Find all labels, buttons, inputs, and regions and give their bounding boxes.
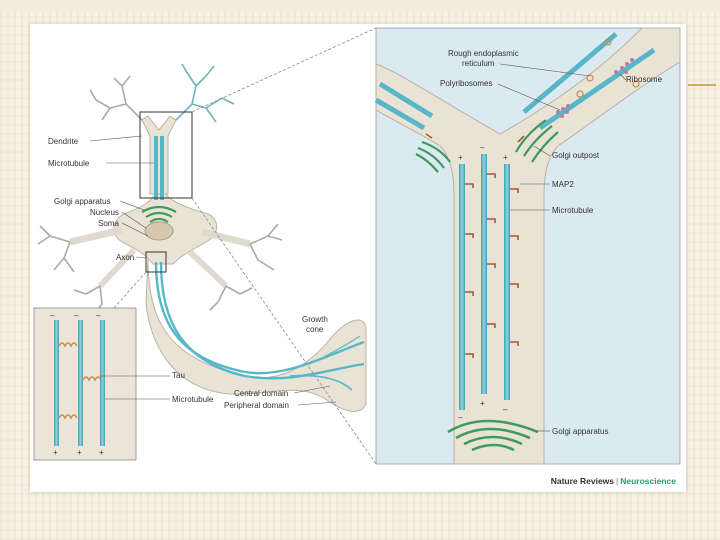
dendrite-branch-left: [69, 226, 123, 246]
golgi-apparatus-soma: [141, 205, 177, 223]
golgi-outpost-left: [415, 140, 451, 173]
tau-proteins: [58, 342, 102, 420]
ribosome-cluster: [556, 58, 634, 118]
inset-plus-2: +: [77, 448, 82, 457]
label-nucleus: Nucleus: [90, 208, 119, 217]
label-golgi-apparatus-right: Golgi apparatus: [552, 427, 608, 436]
label-map2: MAP2: [552, 180, 574, 189]
figure-credit: Nature Reviews|Neuroscience: [551, 476, 676, 486]
neuron-figure: Dendrite Microtubule Golgi apparatus Nuc…: [30, 24, 686, 492]
label-golgi-outpost: Golgi outpost: [552, 151, 600, 160]
label-dendrite: Dendrite: [48, 137, 79, 146]
tau-inset: – – – + + +: [33, 307, 137, 461]
left-labels: Dendrite Microtubule Golgi apparatus Nuc…: [48, 135, 337, 410]
inset-connector: [113, 271, 147, 309]
zoom-cell-body: [375, 27, 681, 465]
zoom-minus-3: –: [503, 405, 508, 414]
label-axon: Axon: [116, 253, 134, 262]
zoom-plus-1: +: [458, 153, 463, 162]
credit-publisher: Nature Reviews: [550, 476, 615, 486]
neuron-diagram: Dendrite Microtubule Golgi apparatus Nuc…: [33, 27, 681, 465]
nucleus: [144, 221, 174, 241]
label-golgi-apparatus-left: Golgi apparatus: [54, 197, 110, 206]
dendrite-tree-grey: [37, 75, 283, 315]
axon-zoom-box: [145, 251, 167, 273]
dendrite-zoom-box: [139, 111, 193, 199]
zoom-branch-mt-left-1: [378, 81, 434, 119]
zoom-trunk-mt-1: [459, 164, 465, 410]
inset-minus-2: –: [74, 311, 79, 320]
label-ribosome: Ribosome: [626, 75, 663, 84]
label-polyribosomes: Polyribosomes: [440, 79, 492, 88]
tau-inset-frame: [33, 307, 137, 461]
label-tau: Tau: [172, 371, 185, 380]
zoom-minus-2: –: [458, 413, 463, 422]
label-microtubule-left: Microtubule: [48, 159, 90, 168]
inset-minus-3: –: [96, 311, 101, 320]
inset-plus-3: +: [99, 448, 104, 457]
inset-microtubule-3: [100, 320, 105, 446]
growth-cone-central-mt: [289, 374, 353, 391]
growth-cone-peripheral-mt: [309, 335, 361, 365]
dendrite-branch-lowright: [187, 249, 229, 289]
zoom-branch-mt-right-1: [522, 32, 618, 114]
label-growth-cone-line2: cone: [306, 325, 324, 334]
zoom-branch-mt-left-2: [374, 97, 426, 131]
inset-minus-1: –: [50, 311, 55, 320]
inset-microtubule-1: [54, 320, 59, 446]
map2-proteins: [425, 133, 525, 358]
credit-journal: Neuroscience: [620, 476, 676, 486]
label-microtubule-right: Microtubule: [552, 206, 594, 215]
dendrite-microtubule-1: [154, 136, 158, 200]
label-soma: Soma: [98, 219, 119, 228]
zoom-branch-mt-right-2: [538, 47, 656, 131]
label-central-domain: Central domain: [234, 389, 288, 398]
golgi-outpost-right: [515, 119, 559, 163]
label-growth-cone-line1: Growth: [302, 315, 328, 324]
label-microtubule-inset: Microtubule: [172, 395, 214, 404]
label-rough-er-line2: reticulum: [462, 59, 495, 68]
axon-microtubule-1: [154, 261, 365, 375]
zoom-trunk-mt-3: [504, 164, 510, 400]
dendrite-trunk: [141, 115, 177, 195]
zoom-trunk-mt-2: [481, 154, 487, 394]
slide-top-band: [0, 0, 720, 12]
dendrite-microtubule-2: [160, 136, 164, 200]
dendrite-tree-teal: [175, 63, 235, 123]
zoom-connector-bottom: [191, 197, 377, 465]
zoom-plus-2: +: [503, 153, 508, 162]
zoom-connector-top: [191, 27, 377, 113]
label-peripheral-domain: Peripheral domain: [224, 401, 289, 410]
right-labels: Rough endoplasmic reticulum Polyribosome…: [440, 49, 663, 436]
axon-microtubule-2: [159, 261, 365, 380]
rough-er: [576, 38, 640, 98]
inset-plus-1: +: [53, 448, 58, 457]
dendrite-branch-lowleft: [97, 247, 137, 289]
credit-separator: |: [616, 476, 619, 486]
slide-accent-line: [688, 84, 716, 86]
zoom-plus-3: +: [480, 399, 485, 408]
golgi-apparatus-bottom: [447, 419, 539, 452]
neuron-cell: [37, 27, 377, 465]
zoom-minus-1: –: [480, 143, 485, 152]
zoomed-dendrite: + – + – + –: [374, 27, 681, 465]
dendrite-branch-right: [201, 228, 251, 248]
label-rough-er-line1: Rough endoplasmic: [448, 49, 519, 58]
inset-microtubule-2: [78, 320, 83, 446]
